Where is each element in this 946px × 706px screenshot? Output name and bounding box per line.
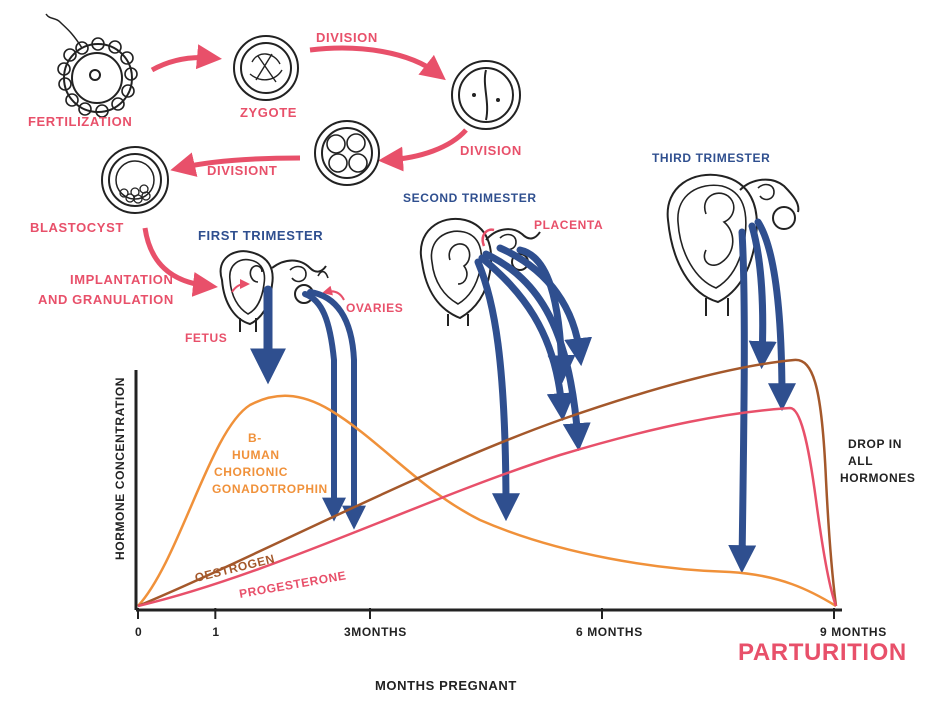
arrow-ovary-estrogen [307,289,366,530]
arrow-third-placenta-1 [728,228,757,574]
hcg-label-3: CHORIONIC [214,465,288,479]
hormone-source-arrows [250,218,796,574]
placenta-label: PLACENTA [534,218,603,232]
blastocyst-icon [101,146,169,214]
division-right-label: DIVISION [460,143,522,158]
drop-label-3: HORMONES [840,471,915,485]
third-trimester-label: THIRD TRIMESTER [652,151,770,165]
arrow-fertilization-to-zygote [150,44,222,73]
division-top-label: DIVISION [316,30,378,45]
fertilization-label: FERTILIZATION [28,114,132,129]
drop-label-2: ALL [848,454,873,468]
arrow-third-placenta-2 [748,222,777,370]
y-axis-label: HORMONE CONCENTRATION [113,377,127,560]
drop-label-1: DROP IN [848,437,902,451]
arrow-zygote-to-two-cell [309,45,446,81]
second-trimester-label: SECOND TRIMESTER [403,191,537,205]
zygote-icon [233,35,299,101]
progesterone-label: PROGESTERONE [238,568,347,601]
division-left-label: DIVISIONT [207,163,277,178]
progesterone-curve [137,406,838,608]
arrow-second-placenta-4 [496,244,593,367]
first-trimester-label: FIRST TRIMESTER [198,228,323,243]
implantation-label: IMPLANTATION [70,272,173,287]
blastocyst-label: BLASTOCYST [30,220,124,235]
hcg-curve [137,394,837,608]
parturition-label: PARTURITION [738,639,907,666]
estrogen-curve [137,358,838,608]
zygote-label: ZYGOTE [240,105,297,120]
fetus-pointer [231,279,250,293]
x-tick-label: 0 [135,625,142,639]
x-axis-ticks: 0 1 3MONTHS 6 MONTHS 9 MONTHS [135,608,887,639]
arrow-second-placenta-5 [516,246,576,384]
arrow-second-placenta-3 [482,250,591,452]
fetus-label: FETUS [185,331,227,345]
two-cell-icon [451,60,521,130]
arrow-four-cell-to-blastocyst [170,152,301,177]
ovaries-pointer [322,285,345,301]
ovaries-label: OVARIES [346,301,403,315]
sperm-egg-icon [45,13,138,118]
x-tick-label: 9 MONTHS [820,625,887,639]
hormone-chart: HORMONE CONCENTRATION MONTHS PREGNANT 0 1… [113,358,915,693]
x-axis-label: MONTHS PREGNANT [375,678,517,693]
four-cell-icon [314,120,380,186]
hcg-label-2: HUMAN [232,448,280,462]
hcg-label-1: B- [248,431,262,445]
hcg-label-4: GONADOTROPHIN [212,482,328,496]
arrow-second-placenta-1 [474,258,520,522]
x-tick-label: 1 [212,625,219,639]
arrow-third-placenta-3 [754,218,796,412]
arrow-second-placenta-2 [478,254,575,422]
arrow-ovary-progesterone [302,291,346,522]
arrow-blastocyst-to-uterus [142,227,218,297]
placenta-marker [481,228,495,247]
x-tick-label: 6 MONTHS [576,625,643,639]
granulation-label: AND GRANULATION [38,292,174,307]
arrow-two-cell-to-four-cell [378,128,468,172]
x-tick-label: 3MONTHS [344,625,407,639]
